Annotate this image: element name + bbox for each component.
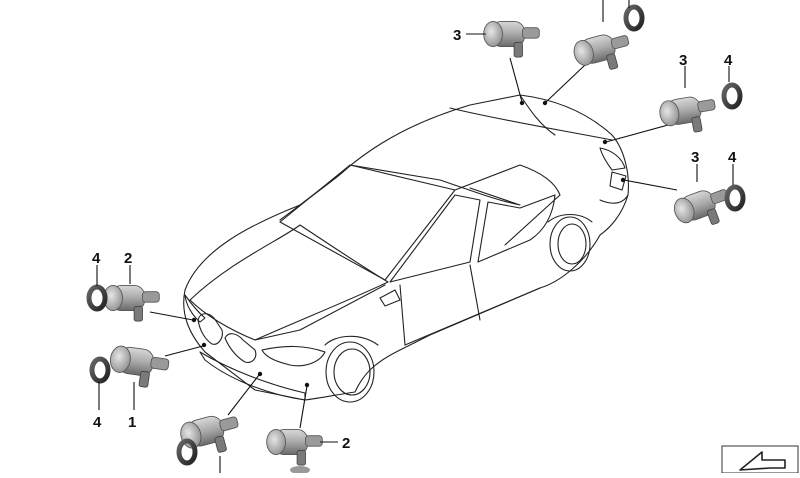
callout-right-upper-3: 3 xyxy=(679,52,687,69)
pdc-sensor-top-right xyxy=(570,28,635,79)
sealing-ring-left-lower xyxy=(92,359,108,381)
sealing-ring-right-upper xyxy=(724,85,740,107)
leader-lines xyxy=(149,57,678,429)
pdc-sensor-left-lower xyxy=(106,344,171,391)
callouts: 3 3 4 3 4 4 2 4 1 2 3 xyxy=(92,27,737,452)
callout-bottom-2: 2 xyxy=(342,435,350,452)
pdc-sensor-right-upper xyxy=(657,92,720,139)
callout-right-lower-4: 4 xyxy=(728,149,737,166)
pdc-sensor-bottom-right xyxy=(266,428,323,466)
callout-left-lower-1: 1 xyxy=(128,414,136,431)
pdc-sensor-left-upper xyxy=(103,284,160,322)
pdc-sensor-top-left xyxy=(483,20,540,58)
sensor-partial-bottom xyxy=(290,466,310,474)
navigation-arrow-icon[interactable] xyxy=(721,445,799,474)
callout-right-lower-3: 3 xyxy=(691,149,699,166)
callout-right-upper-4: 4 xyxy=(724,52,733,69)
pdc-sensor-bottom-center xyxy=(177,409,245,462)
callout-top-left-3: 3 xyxy=(453,27,461,44)
sealing-ring-right-lower xyxy=(727,187,743,209)
callout-left-upper-2: 2 xyxy=(124,250,132,267)
parts xyxy=(89,0,743,474)
callout-left-upper-4: 4 xyxy=(92,250,101,267)
sealing-ring-top-right xyxy=(626,7,642,29)
car-outline xyxy=(183,94,629,403)
sealing-ring-left-upper xyxy=(89,287,105,309)
pdc-sensor-right-lower xyxy=(670,182,736,236)
callout-left-lower-4: 4 xyxy=(93,414,102,431)
